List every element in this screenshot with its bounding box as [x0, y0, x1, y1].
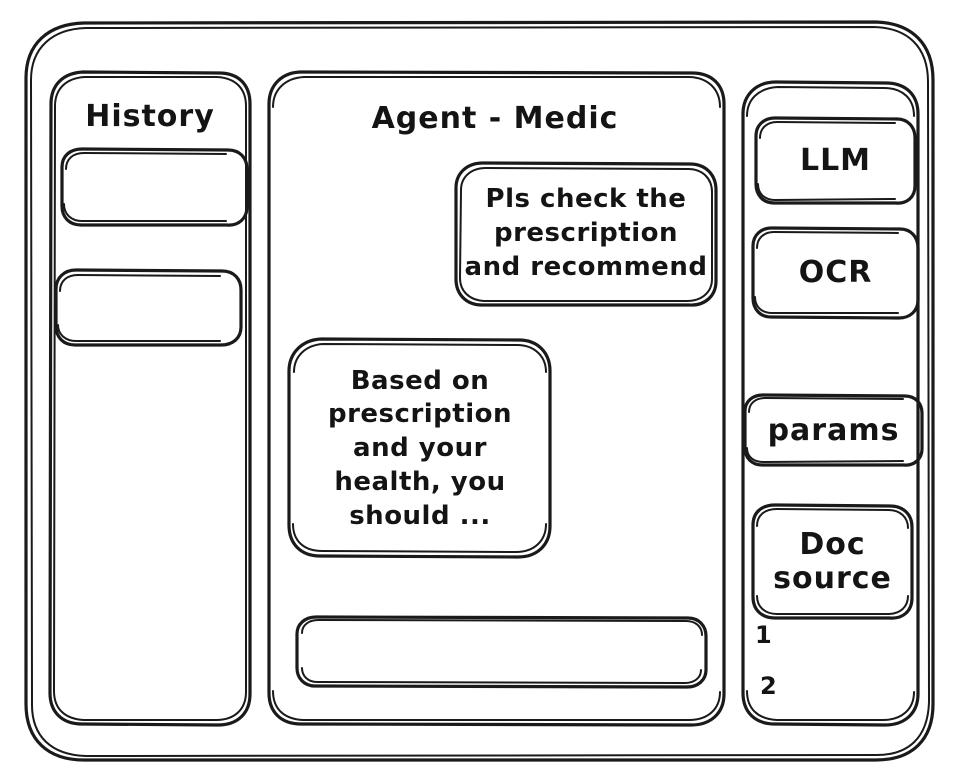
history-panel-title: History: [85, 99, 215, 135]
doc-source-entry-2[interactable]: 2: [760, 671, 778, 700]
user-message-bubble[interactable]: [456, 163, 716, 306]
tool-ocr-button[interactable]: OCR: [798, 255, 873, 291]
agent-panel-title: Agent - Medic: [371, 101, 619, 137]
composer-input[interactable]: [310, 618, 704, 686]
doc-source-button[interactable]: Doc source: [773, 527, 892, 596]
agent-message-bubble[interactable]: [289, 339, 550, 557]
user-message-text: Pls check the prescription and recommend: [464, 184, 708, 282]
agent-message-text: Based on prescription and your health, y…: [327, 365, 512, 531]
tool-llm-button[interactable]: LLM: [799, 143, 872, 179]
history-item-2[interactable]: [56, 270, 242, 346]
history-item-1[interactable]: [62, 149, 248, 226]
tool-params-button[interactable]: params: [767, 412, 900, 448]
doc-source-entry-1[interactable]: 1: [755, 620, 773, 649]
